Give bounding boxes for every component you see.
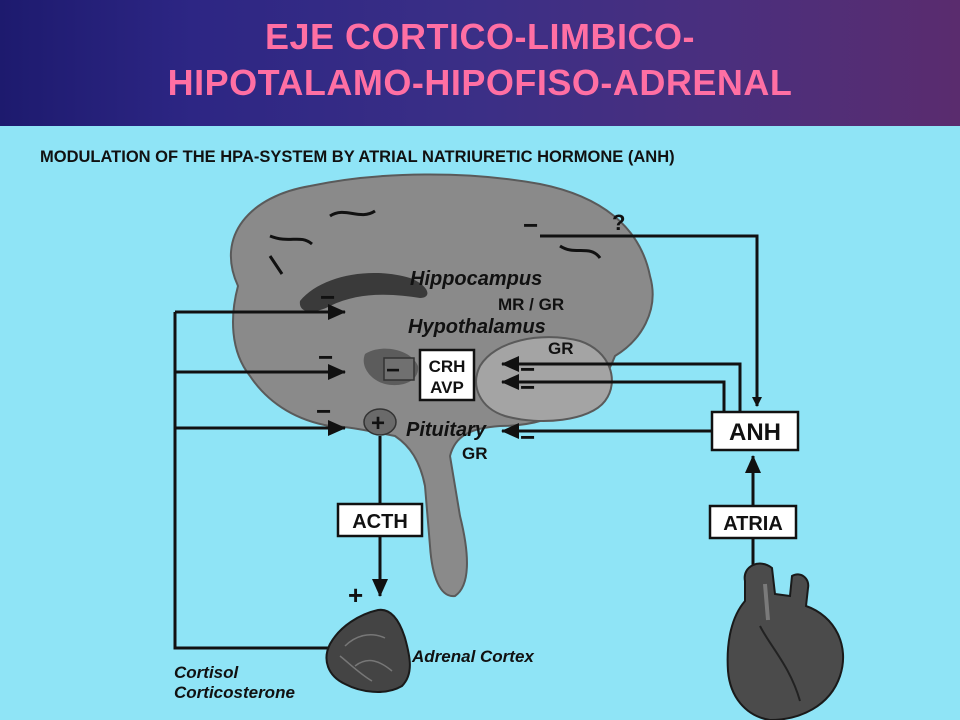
anh-to-hypothalamus-arrow-2 — [501, 374, 726, 412]
title-line-2: HIPOTALAMO-HIPOFISO-ADRENAL — [167, 62, 793, 103]
title-band: EJE CORTICO-LIMBICO- HIPOTALAMO-HIPOFISO… — [0, 0, 960, 126]
acth-box — [336, 502, 424, 538]
minus-sign: − — [520, 372, 535, 402]
diagram-subtitle: MODULATION OF THE HPA-SYSTEM BY ATRIAL N… — [40, 148, 675, 166]
pituitary-receptors-label: GR — [462, 444, 488, 463]
anh-to-hypothalamus-arrow-1 — [501, 356, 742, 412]
hypothalamus-nucleus — [383, 357, 415, 381]
anh-box — [710, 410, 800, 452]
avp-label: AVP — [430, 378, 464, 397]
corticosterone-label: Corticosterone — [174, 683, 295, 702]
cortisol-label: Cortisol — [174, 663, 240, 682]
sulcus-mark — [559, 244, 602, 260]
plus-sign: + — [348, 580, 363, 610]
sulcus-mark — [329, 209, 376, 218]
slide-title: EJE CORTICO-LIMBICO- HIPOTALAMO-HIPOFISO… — [0, 14, 960, 106]
heart-vessel — [759, 625, 801, 702]
heart-body — [726, 562, 845, 720]
hpa-diagram: MODULATION OF THE HPA-SYSTEM BY ATRIAL N… — [40, 148, 845, 720]
adrenal-gland — [325, 608, 411, 693]
corpus-callosum — [299, 272, 428, 312]
acth-label: ACTH — [352, 511, 408, 533]
crh-avp-box — [418, 348, 476, 402]
sulcus-mark — [268, 255, 284, 275]
minus-sign: − — [523, 210, 538, 240]
atria-label: ATRIA — [723, 513, 783, 535]
cortisol-feedback-trunk — [173, 312, 330, 650]
pituitary-gland — [363, 408, 397, 436]
adrenal-texture — [339, 634, 393, 682]
pituitary-label: Pituitary — [406, 419, 487, 441]
sulcus-mark — [269, 234, 313, 246]
adrenal-cortex-label: Adrenal Cortex — [411, 647, 535, 666]
minus-sign: − — [386, 357, 400, 384]
hippocampus-label: Hippocampus — [410, 268, 542, 290]
cerebellum — [475, 336, 613, 422]
hypothalamus-receptors-label: GR — [548, 339, 574, 358]
heart-illustration — [726, 562, 845, 720]
minus-sign: − — [520, 422, 535, 452]
cortex-to-anh-arrow — [540, 234, 762, 407]
title-line-1: EJE CORTICO-LIMBICO- — [265, 16, 695, 57]
anh-label: ANH — [729, 419, 781, 446]
minus-sign: − — [520, 354, 535, 384]
crh-label: CRH — [429, 357, 466, 376]
atria-box — [708, 504, 798, 540]
heart-aorta — [763, 583, 770, 621]
minus-sign: − — [320, 282, 335, 312]
hypothalamus-label: Hypothalamus — [408, 316, 546, 338]
question-mark: ? — [612, 210, 625, 235]
plus-sign: + — [371, 410, 385, 437]
minus-sign: − — [318, 342, 333, 372]
minus-sign: − — [316, 396, 331, 426]
hippocampus-receptors-label: MR / GR — [498, 295, 564, 314]
